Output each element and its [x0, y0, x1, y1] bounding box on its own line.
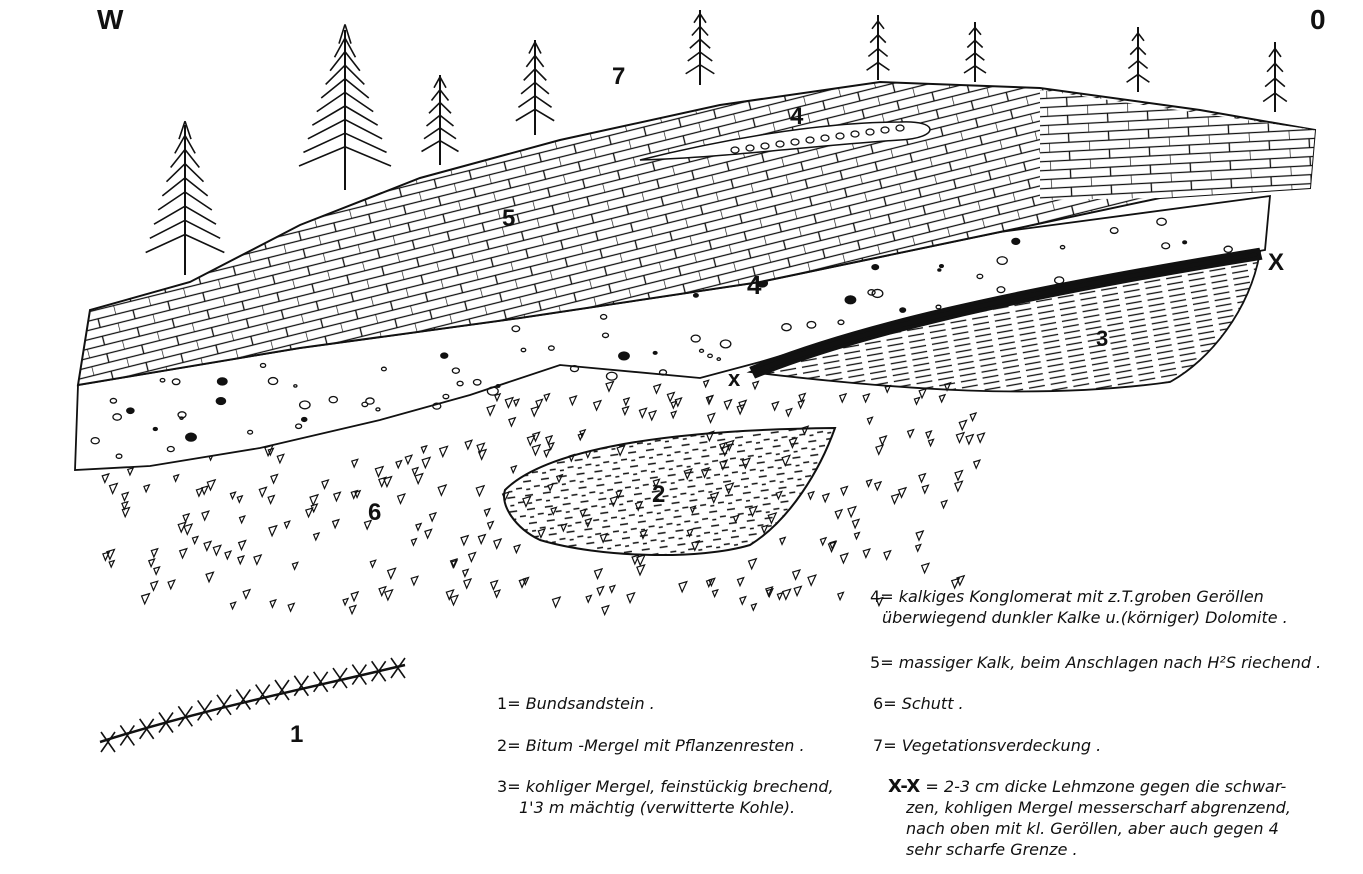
label-unit-1: 1 [290, 721, 303, 748]
label-unit-3: 3 [1096, 326, 1108, 351]
label-unit-5: 5 [502, 205, 515, 232]
legend-item-6: 6= Schutt . [873, 693, 964, 714]
legend-item-3: 3= kohliger Mergel, feinstückig brechend… [497, 776, 834, 818]
label-x-right: X [1268, 249, 1284, 276]
unit-2-bitumen-marl [504, 428, 835, 555]
legend-item-2: 2= Bitum -Mergel mit Pflanzenresten . [497, 735, 805, 756]
legend-item-4: 4= kalkiges Konglomerat mit z.T.groben G… [870, 586, 1288, 628]
direction-east: 0 [1310, 4, 1326, 36]
label-x-left: x [728, 366, 741, 391]
legend-item-5: 5= massiger Kalk, beim Anschlagen nach H… [870, 652, 1321, 673]
direction-west: W [97, 4, 123, 36]
label-unit-4: 4 [747, 270, 762, 300]
legend-item-7: 7= Vegetationsverdeckung . [873, 735, 1101, 756]
label-unit-2: 2 [652, 481, 665, 508]
label-unit-4-lens: 4 [790, 103, 804, 130]
label-unit-7: 7 [612, 63, 625, 90]
legend-item-x-x: X-X = 2-3 cm dicke Lehmzone gegen die sc… [888, 776, 1291, 860]
label-unit-6: 6 [368, 499, 381, 526]
legend-item-1: 1= Bundsandstein . [497, 693, 655, 714]
sandstone-crosses [101, 658, 405, 752]
